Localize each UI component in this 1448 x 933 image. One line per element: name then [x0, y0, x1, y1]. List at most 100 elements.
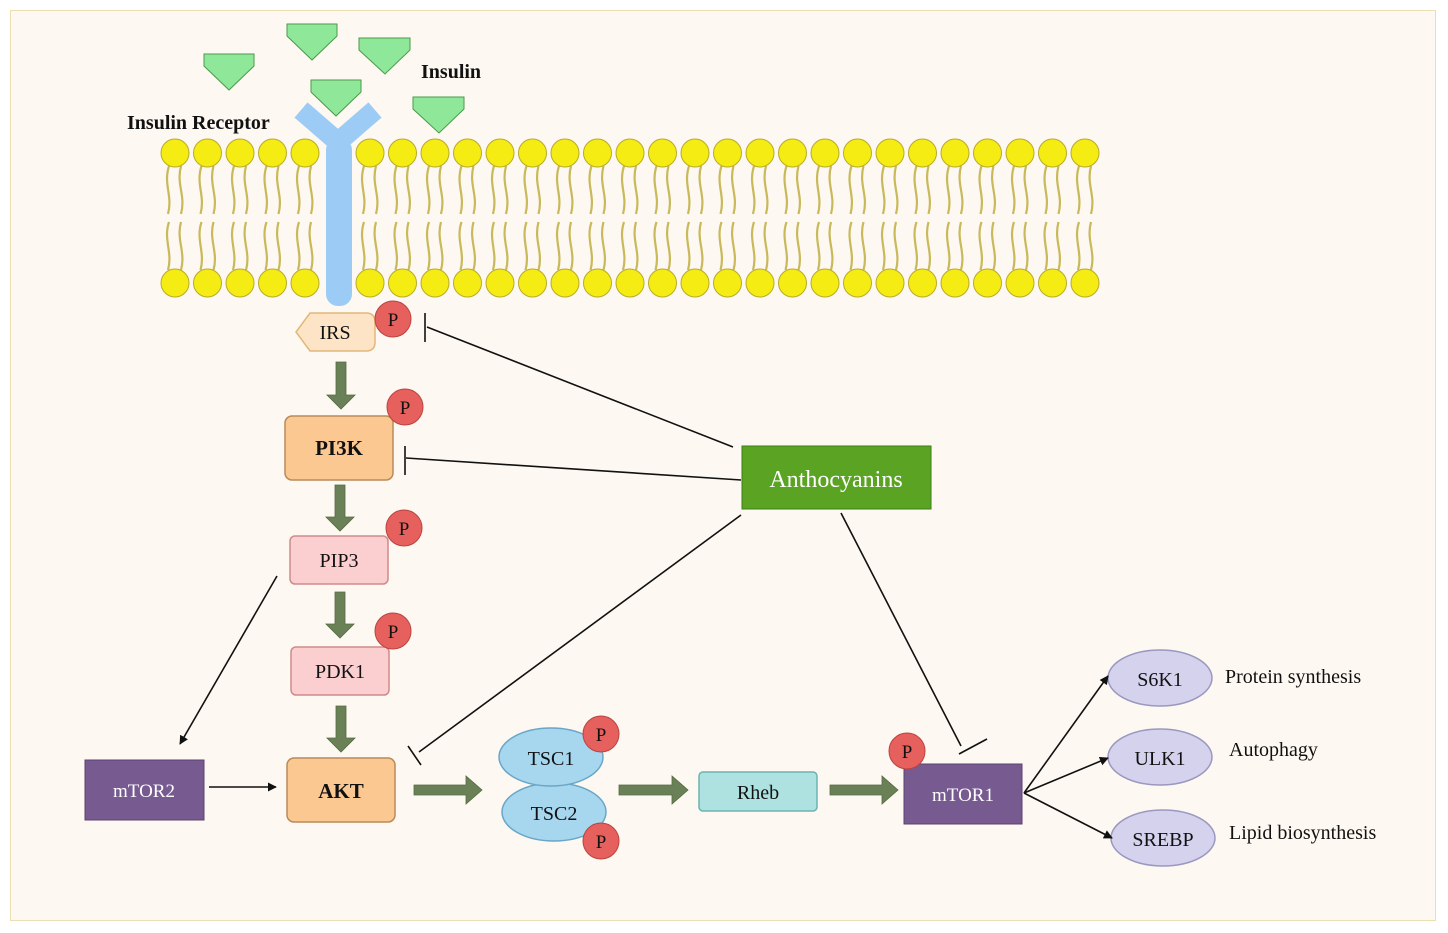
- svg-text:P: P: [902, 742, 913, 763]
- svg-text:P: P: [596, 832, 607, 853]
- pdk1-node: PDK1: [290, 646, 390, 696]
- activation-arrow-irs-pi3k: [326, 361, 356, 410]
- activation-arrows: [325, 361, 899, 805]
- regulation-arrows: [179, 575, 1113, 839]
- phospholipid: [908, 138, 937, 298]
- srebp-node: SREBP: [1110, 809, 1216, 867]
- akt-node: AKT: [286, 757, 396, 823]
- pdk1-label: PDK1: [315, 661, 365, 683]
- arrow-mtor1-ulk1: [1023, 756, 1109, 794]
- akt-label: AKT: [318, 779, 364, 803]
- s6k1-label: S6K1: [1137, 669, 1183, 691]
- mtor1-node: mTOR1: [903, 763, 1023, 825]
- inhibition-lines: [404, 313, 988, 766]
- lipid-biosynthesis-label: Lipid biosynthesis: [1229, 822, 1376, 844]
- ulk1-label: ULK1: [1134, 748, 1185, 770]
- phospholipid: [648, 138, 677, 298]
- pi3k-label: PI3K: [315, 436, 364, 460]
- phospholipid: [258, 138, 287, 298]
- phospholipid: [518, 138, 547, 298]
- phospho-badge-tsc1: P: [582, 715, 620, 753]
- insulin-receptor-label: Insulin Receptor: [127, 112, 270, 134]
- phospho-badge-mtor1: P: [888, 732, 926, 770]
- s6k1-node: S6K1: [1107, 649, 1213, 707]
- phospholipid: [355, 138, 385, 298]
- tsc1-label: TSC1: [528, 748, 575, 770]
- phospholipid: [388, 138, 417, 298]
- phospholipid: [485, 138, 515, 298]
- activation-arrow-akt-tsc: [413, 775, 483, 805]
- rheb-node: Rheb: [698, 771, 818, 812]
- insulin-molecule: [286, 23, 338, 61]
- autophagy-label: Autophagy: [1229, 739, 1318, 761]
- phospholipid: [193, 138, 222, 298]
- phospho-badges: P P P P P P P: [374, 300, 926, 860]
- phospho-badge-pi3k: P: [386, 388, 424, 426]
- phospholipid: [225, 138, 255, 298]
- phospholipid: [1070, 138, 1100, 298]
- tsc2-label: TSC2: [531, 803, 578, 825]
- svg-text:P: P: [596, 725, 607, 746]
- svg-text:P: P: [388, 622, 399, 643]
- irs-label: IRS: [319, 322, 350, 344]
- phospholipid: [680, 138, 710, 298]
- insulin-molecules: [203, 23, 465, 134]
- phospholipid: [160, 138, 190, 298]
- tsc-complex: TSC1 TSC2: [498, 727, 607, 842]
- phospholipid: [583, 138, 612, 298]
- phospholipid: [713, 138, 742, 298]
- svg-text:P: P: [399, 519, 410, 540]
- phospholipid: [843, 138, 872, 298]
- anthocyanins-node: Anthocyanins: [741, 445, 932, 510]
- svg-text:P: P: [388, 310, 399, 331]
- phospholipid: [778, 138, 807, 298]
- activation-arrow-rheb-mtor1: [829, 775, 899, 805]
- phospholipid: [615, 138, 645, 298]
- phospho-badge-irs: P: [374, 300, 412, 338]
- arrow-mtor1-s6k1: [1023, 675, 1109, 794]
- mtor2-node: mTOR2: [84, 759, 205, 821]
- phospholipid: [973, 138, 1002, 298]
- srebp-label: SREBP: [1132, 829, 1193, 851]
- irs-node: IRS: [295, 312, 376, 352]
- insulin-molecule: [310, 79, 362, 117]
- insulin-label: Insulin: [421, 61, 481, 83]
- phospholipid: [940, 138, 970, 298]
- phospholipid: [810, 138, 840, 298]
- activation-arrow-tsc-rheb: [618, 775, 689, 805]
- inhibit-akt: [418, 514, 742, 753]
- cell-membrane: [160, 138, 1100, 298]
- phospho-badge-tsc2: P: [582, 822, 620, 860]
- pip3-node: PIP3: [289, 535, 389, 585]
- pip3-label: PIP3: [320, 550, 359, 572]
- activation-arrow-pip3-pdk1: [325, 591, 355, 639]
- svg-text:P: P: [400, 398, 411, 419]
- insulin-molecule: [412, 96, 465, 134]
- phospholipid: [420, 138, 450, 298]
- phospholipid: [550, 138, 580, 298]
- inhibit-mtor1: [840, 512, 962, 747]
- inhibit-pi3k: [405, 457, 742, 481]
- mtor2-label: mTOR2: [113, 781, 175, 802]
- phospholipid: [745, 138, 775, 298]
- phospho-badge-pip3: P: [385, 509, 423, 547]
- anthocyanins-label: Anthocyanins: [769, 467, 902, 493]
- phospholipid: [290, 138, 320, 298]
- arrow-mtor1-srebp: [1023, 792, 1113, 839]
- phospholipid: [1038, 138, 1067, 298]
- insulin-molecule: [358, 37, 411, 75]
- phospholipid: [1005, 138, 1035, 298]
- arrow-pip3-mtor2: [179, 575, 278, 745]
- phospholipid: [875, 138, 905, 298]
- protein-synthesis-label: Protein synthesis: [1225, 666, 1361, 688]
- rheb-label: Rheb: [737, 782, 779, 804]
- insulin-molecule: [203, 53, 255, 91]
- activation-arrow-pi3k-pip3: [325, 484, 355, 532]
- insulin-receptor: [294, 102, 382, 306]
- pi3k-node: PI3K: [284, 415, 394, 481]
- phospho-badge-pdk1: P: [374, 612, 412, 650]
- phospholipid: [453, 138, 482, 298]
- mtor1-label: mTOR1: [932, 785, 994, 806]
- ulk1-node: ULK1: [1107, 728, 1213, 786]
